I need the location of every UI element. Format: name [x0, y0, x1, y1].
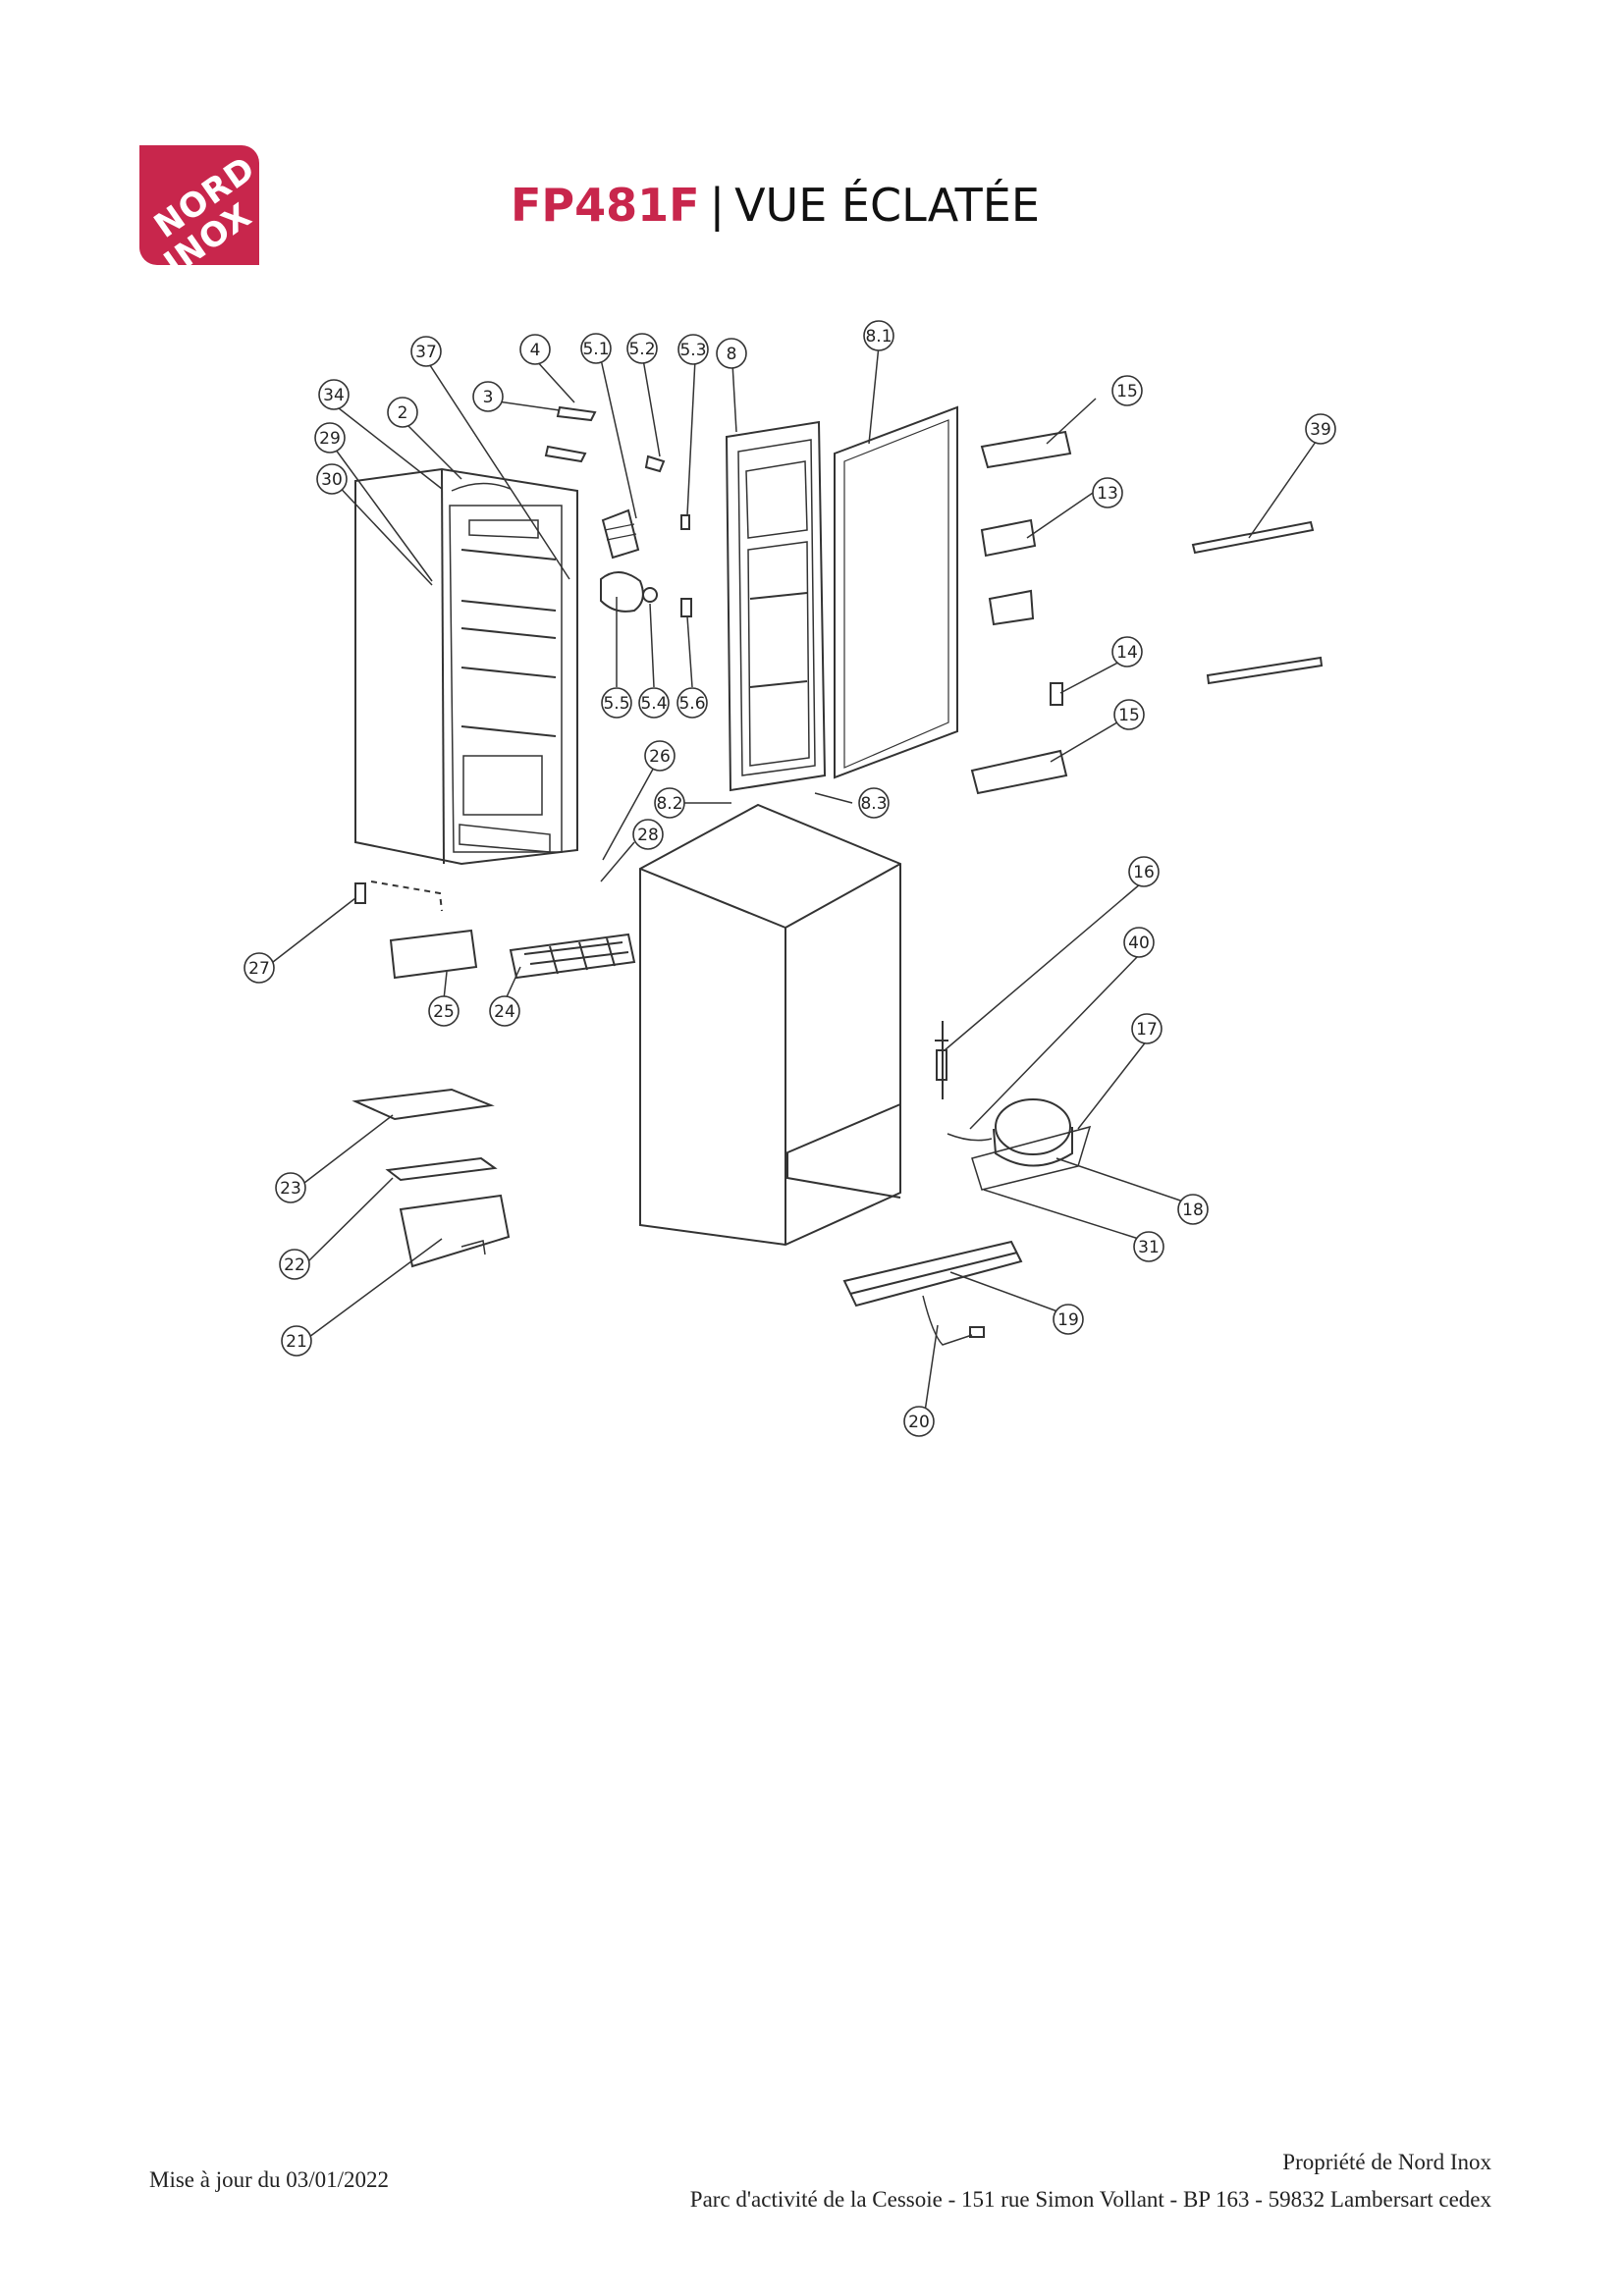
callout-20: 20: [903, 1406, 935, 1437]
callout-5-5: 5.5: [601, 687, 632, 719]
base-plate: [842, 1240, 1023, 1346]
footer-company: Propriété de Nord Inox Parc d'activité d…: [690, 2144, 1491, 2218]
svg-text:37: 37: [415, 343, 437, 362]
callout-8-3: 8.3: [858, 787, 890, 819]
callout-28: 28: [632, 819, 664, 850]
svg-text:8.3: 8.3: [860, 794, 887, 814]
leader-lines: [272, 345, 1317, 1413]
svg-text:5.4: 5.4: [640, 694, 667, 714]
svg-text:5.6: 5.6: [678, 694, 705, 714]
inner-cabinet: [354, 467, 578, 866]
callout-5-1: 5.1: [580, 333, 612, 364]
callout-39: 39: [1305, 413, 1336, 445]
page-title: FP481F|VUE ÉCLATÉE: [511, 179, 1040, 232]
callout-14: 14: [1111, 636, 1143, 667]
callout-8-2: 8.2: [654, 787, 685, 819]
callout-8-1: 8.1: [863, 320, 894, 351]
svg-text:31: 31: [1138, 1238, 1160, 1257]
svg-text:17: 17: [1136, 1020, 1158, 1040]
svg-text:19: 19: [1057, 1310, 1079, 1330]
svg-text:15: 15: [1116, 382, 1138, 401]
svg-text:2: 2: [398, 403, 408, 423]
callout-34: 34: [318, 379, 350, 410]
bottom-accessories: [354, 881, 636, 980]
callout-31: 31: [1133, 1231, 1164, 1262]
svg-text:23: 23: [280, 1179, 301, 1199]
svg-text:39: 39: [1310, 420, 1331, 440]
crisper-drawer: [352, 1088, 511, 1268]
outer-cabinet: [639, 803, 901, 1247]
svg-text:22: 22: [284, 1255, 305, 1275]
door: [725, 420, 827, 792]
callout-bubbles: 37 4 5.1 5.2 5.3 8 8.1 34 2 3 29 30 5.5 …: [243, 320, 1336, 1437]
compressor: [935, 1021, 1092, 1191]
svg-text:40: 40: [1128, 934, 1150, 953]
callout-24: 24: [489, 995, 520, 1027]
svg-text:20: 20: [908, 1413, 930, 1432]
svg-text:28: 28: [637, 826, 659, 845]
callout-5-4: 5.4: [638, 687, 670, 719]
svg-text:14: 14: [1116, 643, 1138, 663]
callout-37: 37: [410, 336, 442, 367]
svg-text:16: 16: [1133, 863, 1155, 882]
callout-5-2: 5.2: [626, 333, 658, 364]
svg-text:26: 26: [649, 747, 671, 767]
door-shelves: [970, 430, 1072, 795]
update-date: Mise à jour du 03/01/2022: [149, 2167, 390, 2192]
door-gasket: [834, 405, 958, 779]
model-number: FP481F: [511, 179, 700, 232]
svg-text:3: 3: [483, 388, 494, 407]
callout-3: 3: [472, 381, 504, 412]
svg-text:5.2: 5.2: [628, 340, 655, 359]
callout-2: 2: [387, 397, 418, 428]
svg-text:5.1: 5.1: [582, 340, 609, 359]
callout-27: 27: [243, 952, 275, 984]
callout-30: 30: [316, 463, 348, 495]
svg-text:21: 21: [286, 1332, 307, 1352]
thermostat-parts: [544, 405, 692, 617]
footer-address: Parc d'activité de la Cessoie - 151 rue …: [689, 2187, 1491, 2212]
nord-inox-logo: NORD INOX: [139, 145, 259, 265]
footer-owner: Propriété de Nord Inox: [1282, 2150, 1491, 2174]
callout-4: 4: [519, 334, 551, 365]
svg-text:8.1: 8.1: [865, 327, 892, 347]
callout-21: 21: [281, 1325, 312, 1357]
svg-text:30: 30: [321, 470, 343, 490]
svg-text:34: 34: [323, 386, 345, 405]
callout-18: 18: [1177, 1194, 1209, 1225]
callout-22: 22: [279, 1249, 310, 1280]
svg-text:18: 18: [1182, 1201, 1204, 1220]
svg-text:29: 29: [319, 429, 341, 449]
callout-29: 29: [314, 422, 346, 454]
svg-text:27: 27: [248, 959, 270, 979]
svg-text:4: 4: [530, 341, 541, 360]
callout-23: 23: [275, 1172, 306, 1203]
svg-text:8.2: 8.2: [656, 794, 682, 814]
diagram-parts: [272, 345, 1324, 1413]
callout-15-top: 15: [1111, 375, 1143, 406]
callout-17: 17: [1131, 1013, 1163, 1044]
svg-text:25: 25: [433, 1002, 455, 1022]
svg-text:5.5: 5.5: [603, 694, 629, 714]
svg-text:8: 8: [727, 345, 737, 364]
title-text: VUE ÉCLATÉE: [734, 179, 1040, 232]
callout-19: 19: [1053, 1304, 1084, 1335]
svg-text:5.3: 5.3: [679, 341, 706, 360]
callout-15-bottom: 15: [1113, 699, 1145, 730]
svg-text:15: 15: [1118, 706, 1140, 725]
callout-40: 40: [1123, 927, 1155, 958]
svg-text:24: 24: [494, 1002, 515, 1022]
callout-5-3: 5.3: [677, 334, 709, 365]
callout-25: 25: [428, 995, 460, 1027]
callout-5-6: 5.6: [676, 687, 708, 719]
callout-13: 13: [1092, 477, 1123, 508]
svg-text:13: 13: [1097, 484, 1118, 504]
callout-16: 16: [1128, 856, 1160, 887]
callout-8: 8: [716, 338, 747, 369]
shelf-rails: [1191, 520, 1324, 685]
title-separator: |: [709, 179, 726, 232]
callout-26: 26: [644, 740, 676, 772]
